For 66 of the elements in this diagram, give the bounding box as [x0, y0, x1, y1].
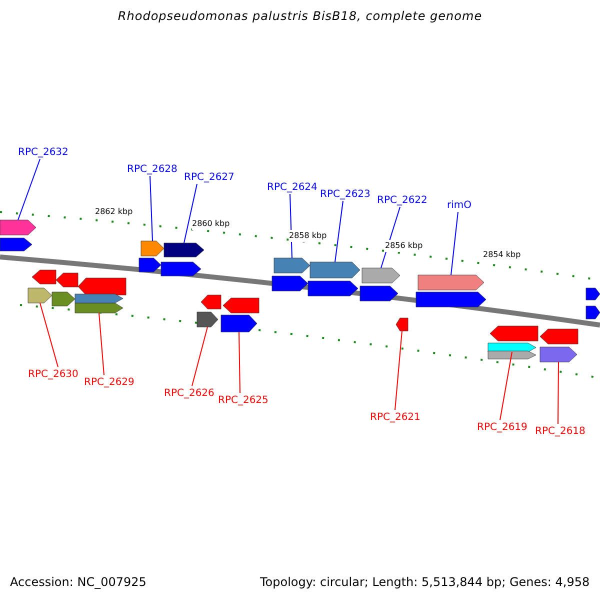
gene-label: RPC_2630 [28, 369, 78, 381]
gene-label: RPC_2621 [370, 412, 420, 424]
gene-block [32, 270, 56, 284]
scale-label: 2858 kbp [289, 230, 327, 242]
gene-block [274, 258, 310, 274]
gene-block [140, 240, 164, 256]
leader-line [184, 184, 198, 244]
gene-block [488, 350, 536, 360]
gene-label: RPC_2627 [184, 172, 234, 184]
leader-line [450, 212, 458, 276]
gene-block [28, 288, 52, 304]
gene-block [220, 314, 258, 332]
gene-block [488, 342, 536, 352]
gene-label: RPC_2625 [218, 395, 268, 407]
gene-block [196, 312, 218, 328]
gene-block [308, 280, 358, 296]
gene-block [200, 294, 222, 310]
gene-block [164, 242, 204, 258]
leader-line [150, 176, 153, 242]
leader-line [558, 362, 559, 424]
gene-block [74, 302, 124, 314]
scale-label: 2862 kbp [95, 206, 133, 218]
leader-line [18, 158, 40, 220]
leader-line [192, 326, 208, 386]
gene-block [74, 294, 124, 304]
gene-block [222, 298, 260, 314]
gene-block [362, 268, 400, 284]
gene-label: RPC_2619 [477, 422, 528, 434]
gene-block [56, 272, 78, 288]
gene-block [490, 326, 538, 342]
gene-label: RPC_2629 [84, 377, 134, 389]
gene-label: RPC_2626 [164, 388, 214, 400]
scale-label: 2860 kbp [192, 218, 230, 230]
gene-block [586, 288, 600, 300]
gene-block [360, 286, 398, 302]
gene-label: RPC_2618 [535, 426, 586, 438]
gene-block [310, 262, 360, 278]
leader-line [334, 200, 344, 262]
gene-block [272, 276, 308, 292]
title: Rhodopseudomonas palustris BisB18, complete genome [116, 10, 484, 22]
gene-block [0, 220, 36, 236]
gene-label: RPC_2623 [320, 189, 370, 201]
gene-block [540, 346, 578, 362]
footer-text: Topology: circular; Length: 5,513,844 bp; Genes: 4,958 [260, 576, 590, 588]
gene-block [418, 274, 484, 290]
gene-label: rimO [447, 200, 472, 212]
gene-label: RPC_2622 [377, 195, 428, 207]
gene-block [540, 328, 578, 344]
gene-block [416, 292, 486, 308]
gene-label: RPC_2628 [127, 164, 178, 176]
gene-label: RPC_2624 [267, 182, 318, 194]
leader-line [238, 332, 240, 394]
gene-block [160, 262, 202, 276]
scale-label: 2856 kbp [385, 240, 423, 252]
leader-line [40, 302, 58, 368]
leader-line [98, 312, 104, 376]
gene-block [0, 238, 32, 252]
gene-block [52, 292, 76, 306]
gene-block [138, 258, 162, 272]
gene-block [586, 306, 600, 320]
leader-line [500, 352, 512, 420]
gene-block [396, 318, 408, 332]
gene-label: RPC_2632 [18, 147, 68, 159]
leader-line [394, 330, 402, 410]
scale-label: 2854 kbp [483, 249, 521, 261]
footer-text: Accession: NC_007925 [10, 576, 146, 588]
